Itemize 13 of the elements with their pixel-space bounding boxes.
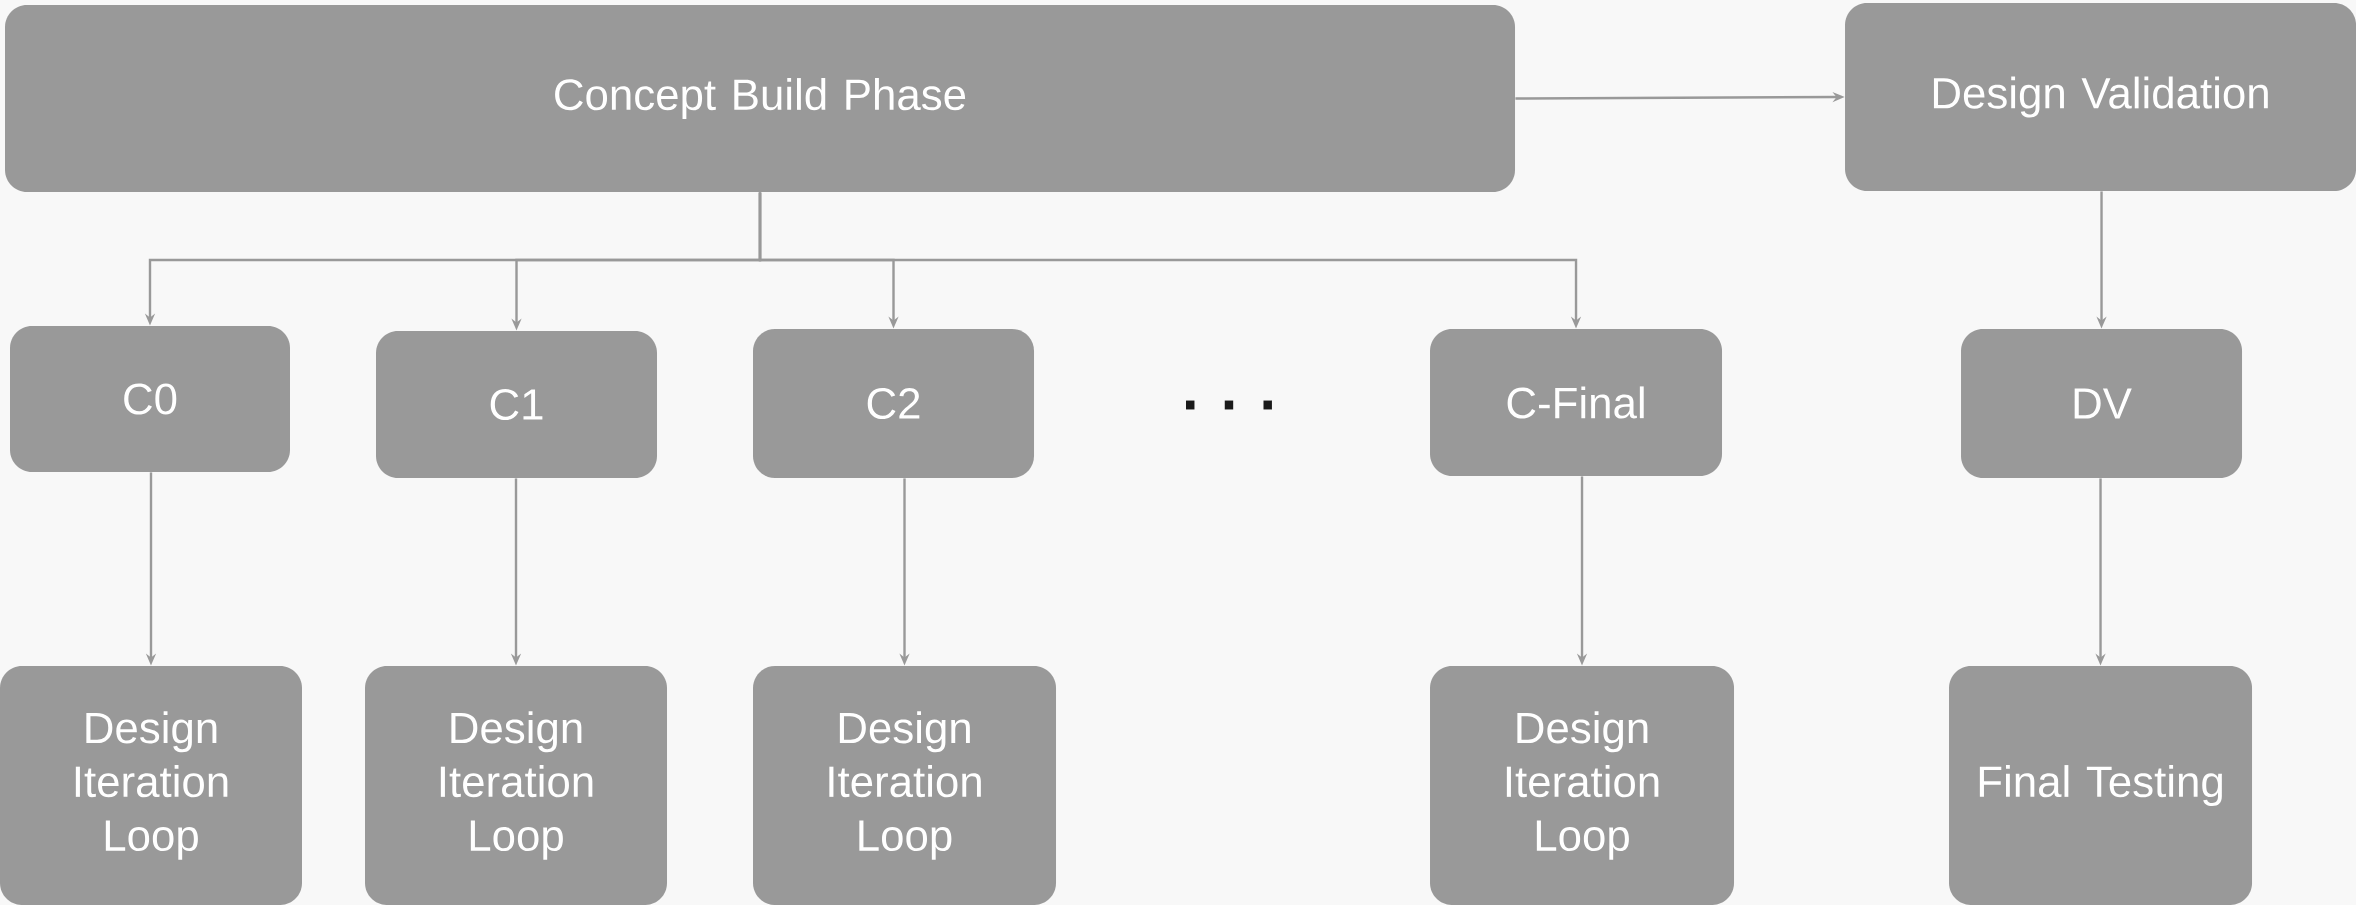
process-box: Design Iteration Loop [365, 666, 667, 905]
process-box: Design Iteration Loop [1430, 666, 1734, 905]
process-box: Design Iteration Loop [0, 666, 302, 905]
process-box: C0 [10, 326, 290, 472]
process-box: C1 [376, 331, 657, 478]
process-box: Concept Build Phase [5, 5, 1515, 192]
process-box: DV [1961, 329, 2243, 478]
process-box: Design Validation [1845, 3, 2356, 191]
process-box: C-Final [1430, 329, 1722, 476]
process-box: Final Testing [1949, 666, 2253, 905]
process-box: Design Iteration Loop [753, 666, 1056, 905]
process-box: C2 [753, 329, 1034, 478]
ellipsis-text: . . . [1186, 400, 1272, 410]
